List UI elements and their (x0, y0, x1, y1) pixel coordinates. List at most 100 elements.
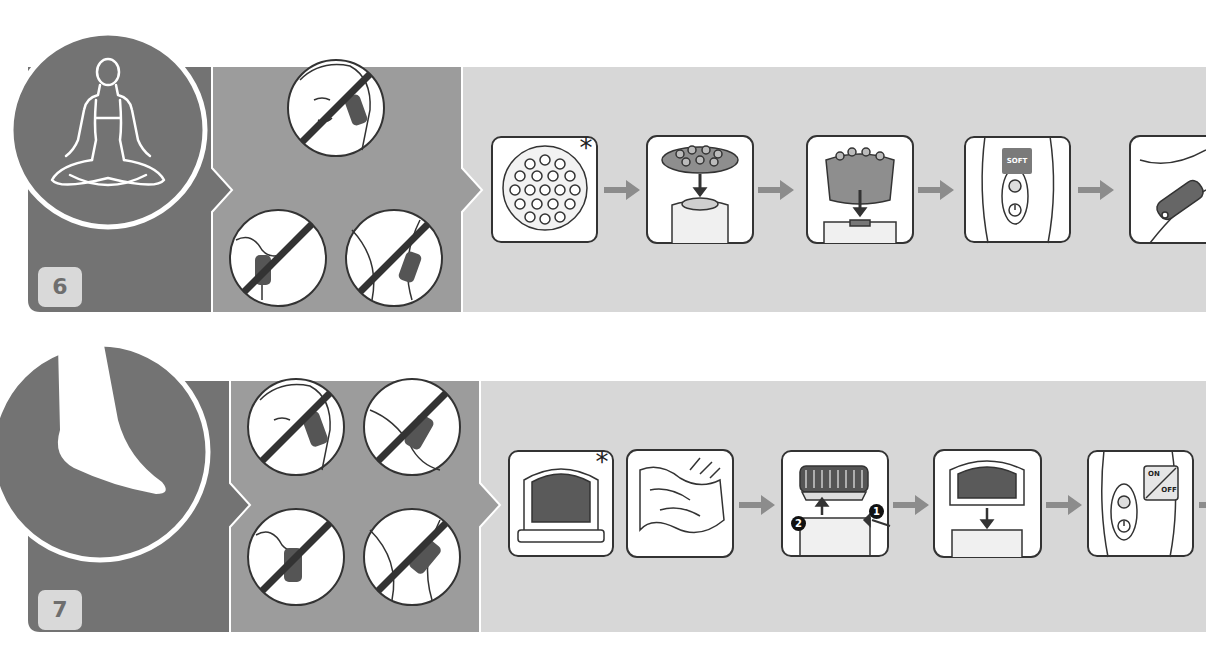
prohibition-sign (248, 509, 344, 605)
device-switch (1102, 450, 1178, 557)
yoga-icon (52, 59, 164, 185)
step-box (781, 450, 889, 557)
step-box: 12 (781, 450, 889, 557)
cap-fitting (688, 146, 696, 154)
foot-icon (0, 344, 208, 560)
cap-fitting (694, 188, 706, 196)
device-switch (1102, 450, 1108, 557)
flow-arrow (918, 180, 954, 200)
step-box (807, 136, 913, 243)
head-removal (816, 498, 828, 506)
device-switch (1123, 521, 1125, 526)
panel-band (230, 381, 250, 632)
cap-fitting (682, 158, 690, 166)
yoga-icon (11, 33, 205, 227)
massage-cap (532, 171, 542, 181)
prohibition-sign (260, 385, 330, 470)
panel-band (480, 381, 1206, 632)
flow-arrow (758, 180, 794, 200)
flow-arrow (893, 495, 929, 515)
cap-fitting (696, 156, 704, 164)
step-number: 6 (38, 267, 82, 307)
device-in-use (1162, 212, 1168, 218)
massage-cap (525, 159, 535, 169)
cap-on-device (836, 152, 844, 160)
step-box (1130, 136, 1206, 243)
device-switch (982, 136, 988, 243)
cap-on-device (848, 148, 856, 156)
massage-cap (515, 199, 525, 209)
cap-on-device (876, 152, 884, 160)
cap-on-device (850, 220, 870, 226)
device-switch (1009, 204, 1021, 216)
step-box (934, 450, 1041, 557)
panel-band (480, 381, 500, 632)
device-switch (982, 136, 1053, 243)
head-removal (802, 492, 866, 500)
massage-cap (565, 199, 575, 209)
head-removal (806, 470, 862, 488)
asterisk-note: * (575, 134, 597, 162)
prohibition-sign (364, 379, 460, 475)
mode-tag: SOFT (1002, 148, 1032, 174)
prohibition-sign (262, 523, 330, 591)
massage-cap (532, 199, 542, 209)
device-switch (1014, 205, 1016, 210)
asterisk-note: * (591, 448, 613, 476)
prohibition-sign (248, 379, 460, 605)
switch-label: ON (1145, 468, 1163, 480)
flow-arrow (604, 180, 1206, 515)
panel-band (212, 67, 232, 312)
step-number: 7 (38, 590, 82, 630)
step-box: * (491, 136, 598, 243)
cap-fitting (662, 147, 738, 173)
cap-on-device (854, 208, 866, 216)
massage-cap (503, 146, 587, 230)
step-number: 6 (38, 271, 82, 303)
massage-cap (503, 146, 587, 230)
device-switch (1002, 168, 1028, 224)
flow-arrow (1078, 180, 1114, 200)
roller-fitting (981, 520, 993, 528)
device-switch (1118, 520, 1130, 532)
flow-arrow (604, 180, 640, 200)
massage-cap (540, 185, 550, 195)
massage-cap (510, 185, 520, 195)
massage-cap (565, 171, 575, 181)
prohibition-sign (346, 210, 442, 306)
panel-band (230, 483, 250, 527)
foot-icon (58, 345, 166, 494)
cap-on-device (824, 148, 896, 243)
yoga-icon (96, 117, 120, 120)
step-box: ONOFF (1087, 450, 1194, 557)
cap-fitting (714, 150, 722, 158)
yoga-icon (52, 160, 164, 185)
roller-fitting (952, 530, 1022, 557)
massage-cap (548, 199, 558, 209)
foot-icon (0, 344, 208, 560)
panel-band (212, 168, 232, 212)
yoga-icon (97, 59, 119, 85)
cleaning-cloth (690, 458, 720, 478)
prohibition-sign (378, 523, 446, 591)
device-in-use (1140, 150, 1206, 243)
cap-fitting (682, 198, 718, 210)
massage-cap (548, 171, 558, 181)
prohibition-sign (262, 393, 330, 461)
cleaning-cloth (640, 458, 724, 533)
prohibition-sign (248, 379, 344, 475)
step-box (491, 136, 1206, 243)
massage-cap (540, 155, 550, 165)
yoga-icon (11, 33, 205, 227)
callout-number: 1 (869, 504, 884, 519)
head-removal (864, 514, 870, 526)
massage-cap (515, 171, 525, 181)
step-box: SOFT (964, 136, 1071, 243)
panel-band (462, 168, 482, 212)
yoga-icon (92, 100, 96, 160)
step-box (647, 136, 753, 243)
step-box (1087, 450, 1194, 557)
step-box (508, 450, 1194, 557)
